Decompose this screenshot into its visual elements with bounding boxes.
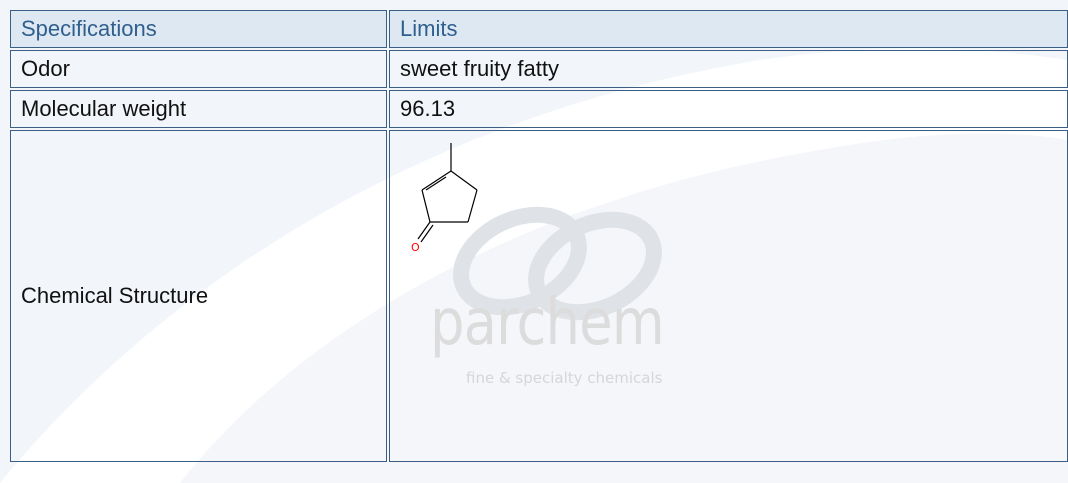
row-value-molecular-weight: 96.13 [389,90,1068,128]
structure-area: parchem fine & specialty chemicals [390,131,1067,461]
table-row: Chemical Structure parchem fine & specia… [10,130,1068,462]
watermark-tagline: fine & specialty chemicals [466,369,663,387]
watermark-brand: parchem [430,286,665,360]
oxygen-atom-label: O [411,241,420,254]
row-value-odor: sweet fruity fatty [389,50,1068,88]
table-row: Molecular weight 96.13 [10,90,1068,128]
table-row: Odor sweet fruity fatty [10,50,1068,88]
row-label-odor: Odor [10,50,387,88]
molecule-structure-icon: O [411,143,478,254]
row-label-chemical-structure: Chemical Structure [10,130,387,462]
header-limits: Limits [389,10,1068,48]
specifications-table: Specifications Limits Odor sweet fruity … [8,8,1068,464]
table-header-row: Specifications Limits [10,10,1068,48]
chemical-structure-cell: parchem fine & specialty chemicals [389,130,1068,462]
header-specifications: Specifications [10,10,387,48]
row-label-molecular-weight: Molecular weight [10,90,387,128]
